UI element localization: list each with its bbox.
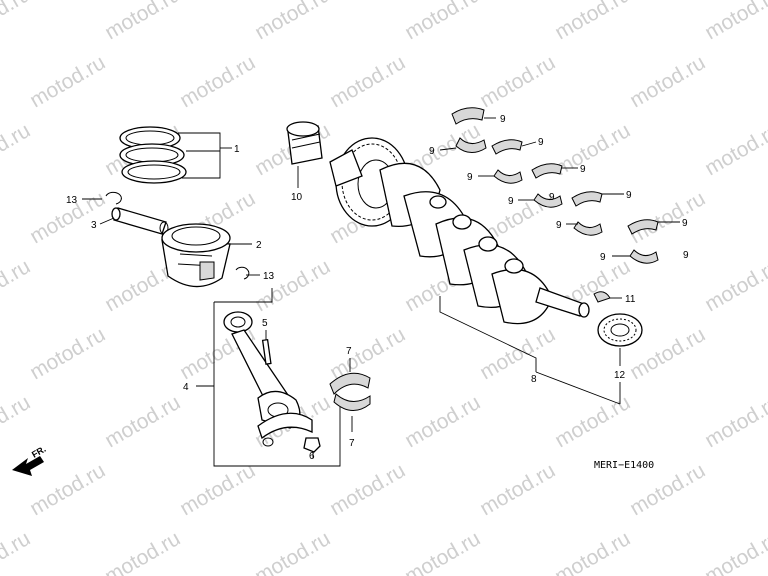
- watermark-text: motod.ru: [0, 527, 34, 576]
- callout-label-9f: 9: [626, 190, 632, 201]
- watermark-text: motod.ru: [0, 0, 34, 44]
- callout-label-4: 4: [183, 382, 189, 393]
- callout-label-7a: 7: [346, 346, 352, 357]
- callout-line-8: [439, 296, 537, 372]
- crankshaft-part[interactable]: [329, 137, 590, 325]
- watermark-text: motod.ru: [626, 51, 709, 112]
- callout-label-9k: 9: [683, 250, 689, 261]
- callout-label-9a: 9: [500, 114, 506, 125]
- rod-bolt-part[interactable]: [261, 338, 272, 365]
- woodruff-key-part[interactable]: [593, 291, 611, 303]
- rod-assembly-box: [213, 302, 341, 467]
- callout-label-9h: 9: [682, 218, 688, 229]
- watermark-text: motod.ru: [476, 459, 559, 520]
- rod-nut-part[interactable]: [303, 437, 321, 453]
- diagram-code: MERI−E1400: [594, 460, 654, 471]
- watermark-text: motod.ru: [701, 119, 768, 180]
- watermark-text: motod.ru: [26, 323, 109, 384]
- watermark-text: motod.ru: [701, 391, 768, 452]
- callout-label-1: 1: [234, 144, 240, 155]
- watermark-text: motod.ru: [326, 323, 409, 384]
- piston-pin-part[interactable]: [111, 207, 169, 235]
- rod-cap-part[interactable]: [257, 412, 313, 447]
- watermark-text: motod.ru: [326, 459, 409, 520]
- callout-label-7b: 7: [349, 438, 355, 449]
- watermark-text: motod.ru: [326, 51, 409, 112]
- watermark-text: motod.ru: [251, 527, 334, 576]
- callout-label-9i: 9: [556, 220, 562, 231]
- callout-label-8: 8: [531, 374, 537, 385]
- callout-lines-9: [439, 117, 680, 257]
- callout-label-9l: 9: [549, 192, 555, 203]
- watermark-text: motod.ru: [701, 255, 768, 316]
- main-bearing-part-group[interactable]: [451, 107, 659, 264]
- callout-bracket-1: [178, 132, 232, 179]
- watermark-text: motod.ru: [551, 391, 634, 452]
- callout-label-10: 10: [291, 192, 303, 203]
- front-indicator-label: FR.: [30, 444, 48, 460]
- connecting-rod-part[interactable]: [223, 311, 301, 429]
- callout-label-9d: 9: [580, 164, 586, 175]
- callout-label-2: 2: [256, 240, 262, 251]
- piston-part[interactable]: [161, 223, 231, 288]
- watermark-text: motod.ru: [251, 255, 334, 316]
- watermark-text: motod.ru: [551, 0, 634, 44]
- watermark-text: motod.ru: [101, 391, 184, 452]
- watermark-text: motod.ru: [0, 119, 34, 180]
- callout-label-9g: 9: [508, 196, 514, 207]
- callout-label-9b: 9: [538, 137, 544, 148]
- callout-label-6: 6: [309, 451, 315, 462]
- piston-pin-clip-part-2[interactable]: [235, 266, 250, 280]
- watermark-text: motod.ru: [401, 391, 484, 452]
- piston-rings-part[interactable]: [119, 126, 187, 184]
- watermark-text: motod.ru: [401, 527, 484, 576]
- watermark-text: motod.ru: [176, 51, 259, 112]
- callout-label-13b: 13: [263, 271, 275, 282]
- callout-label-13a: 13: [66, 195, 78, 206]
- rod-assembly-box-top: [214, 288, 273, 303]
- piston-pin-clip-part[interactable]: [105, 191, 122, 205]
- callout-label-9e: 9: [467, 172, 473, 183]
- watermark-text: motod.ru: [476, 51, 559, 112]
- watermark-text: motod.ru: [0, 391, 34, 452]
- watermark-text: motod.ru: [551, 527, 634, 576]
- watermark-text: motod.ru: [701, 527, 768, 576]
- callout-label-9c: 9: [429, 146, 435, 157]
- watermark-text: motod.ru: [176, 459, 259, 520]
- crank-end-bearing-part[interactable]: [597, 313, 643, 347]
- watermark-text: motod.ru: [101, 527, 184, 576]
- watermark-text: motod.ru: [626, 187, 709, 248]
- callout-label-11: 11: [625, 294, 636, 305]
- watermark-text: motod.ru: [401, 0, 484, 44]
- watermark-text: motod.ru: [26, 459, 109, 520]
- primary-drive-sleeve-part[interactable]: [286, 121, 323, 165]
- rod-bearing-part[interactable]: [329, 372, 371, 411]
- watermark-text: motod.ru: [26, 51, 109, 112]
- callout-label-5: 5: [262, 318, 268, 329]
- callout-label-12: 12: [614, 370, 626, 381]
- watermark-text: motod.ru: [476, 323, 559, 384]
- callout-line-3: [99, 217, 115, 225]
- watermark-text: motod.ru: [101, 0, 184, 44]
- callout-label-9j: 9: [600, 252, 606, 263]
- front-direction-arrow-icon: [12, 456, 44, 476]
- watermark-text: motod.ru: [251, 0, 334, 44]
- callout-line-8b: [535, 371, 621, 405]
- callout-label-3: 3: [91, 220, 97, 231]
- watermark-text: motod.ru: [0, 255, 34, 316]
- watermark-text: motod.ru: [701, 0, 768, 44]
- watermark-text: motod.ru: [551, 119, 634, 180]
